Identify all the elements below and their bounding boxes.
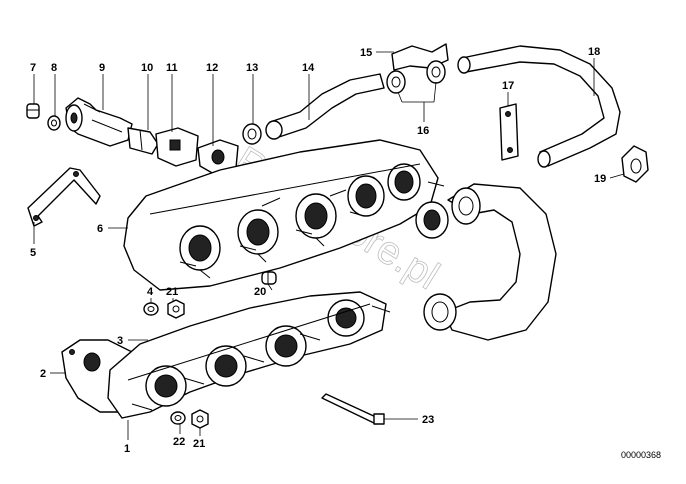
callout-14: 14 xyxy=(302,62,315,74)
part-hose-short xyxy=(265,73,385,140)
callout-13: 13 xyxy=(246,62,258,74)
leader-lines xyxy=(33,51,625,440)
part-valve xyxy=(65,97,133,147)
part-nut-upper xyxy=(167,299,185,319)
part-washer-lower xyxy=(170,411,186,425)
part-cable-tie xyxy=(321,393,385,425)
part-support-arm xyxy=(27,167,101,227)
callout-19: 19 xyxy=(594,173,606,185)
callout-7: 7 xyxy=(30,62,36,74)
part-nut-lower xyxy=(191,409,209,429)
part-u-pipe xyxy=(415,183,557,341)
document-number: 00000368 xyxy=(621,450,661,460)
callout-9: 9 xyxy=(99,62,105,74)
part-clamp-pair xyxy=(386,60,446,94)
callout-21-lower: 21 xyxy=(193,438,205,450)
part-sensor xyxy=(261,271,277,285)
callout-16: 16 xyxy=(417,125,429,137)
part-hose-long xyxy=(457,45,621,168)
part-washer-upper xyxy=(143,302,159,316)
callout-17: 17 xyxy=(502,80,514,92)
callout-11: 11 xyxy=(166,62,178,74)
callout-20: 20 xyxy=(254,286,266,298)
callout-2: 2 xyxy=(40,368,46,380)
stud-set-lower xyxy=(131,305,391,411)
callout-23: 23 xyxy=(422,414,434,426)
part-hose-clip xyxy=(242,123,262,145)
part-flange-block xyxy=(155,127,199,167)
part-holder xyxy=(621,145,649,183)
callout-5: 5 xyxy=(30,247,36,259)
part-washer xyxy=(47,115,61,131)
callout-22: 22 xyxy=(173,436,185,448)
callout-10: 10 xyxy=(141,62,153,74)
callout-6: 6 xyxy=(97,223,103,235)
callout-18: 18 xyxy=(588,46,600,58)
part-tube-clamp xyxy=(127,127,159,155)
part-cap xyxy=(26,103,40,119)
callout-8: 8 xyxy=(51,62,57,74)
part-exhaust-manifold xyxy=(107,291,387,419)
part-flange-gasket xyxy=(197,139,239,175)
callout-12: 12 xyxy=(206,62,218,74)
callout-3: 3 xyxy=(117,335,123,347)
callout-4: 4 xyxy=(147,286,154,298)
callout-1: 1 xyxy=(124,443,130,455)
part-intake-manifold xyxy=(123,139,439,291)
callout-21-upper: 21 xyxy=(166,286,178,298)
stud-set-upper xyxy=(179,181,445,267)
part-plate xyxy=(499,103,519,161)
callout-15: 15 xyxy=(360,47,372,59)
